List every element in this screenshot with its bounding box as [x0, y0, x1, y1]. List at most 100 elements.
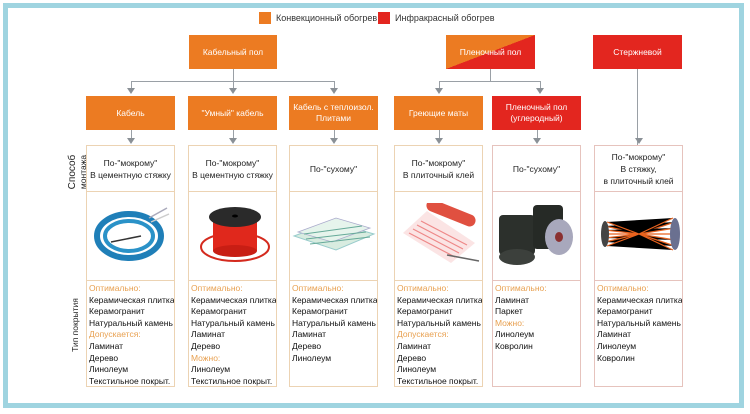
connector — [438, 130, 440, 139]
rod-bundle-image — [597, 212, 681, 261]
covering-item: Керамическая плитка — [597, 294, 683, 305]
arrow-down-icon — [634, 138, 643, 144]
covering-item: Натуральный камень — [397, 317, 481, 328]
connector — [232, 130, 234, 139]
covering-heading: Допускается: — [89, 329, 141, 340]
method-cell: По-"мокрому"В цементную стяжку — [188, 145, 277, 192]
covering-item: Ламинат — [292, 329, 327, 340]
covering-item: Дерево — [89, 352, 119, 363]
legend-convection: Конвекционный обогрев — [259, 12, 377, 24]
method-text: В цементную стяжку — [90, 169, 171, 180]
covering-heading: Оптимально: — [495, 283, 547, 293]
product-image-cell — [188, 191, 277, 281]
covering-item: Натуральный камень — [191, 317, 275, 328]
arrow-down-icon — [127, 88, 135, 94]
connector — [540, 81, 541, 90]
legend-infrared: Инфракрасный обогрев — [378, 12, 495, 24]
row-label-method: Способ монтажа — [67, 150, 88, 194]
method-text: в плиточный клей — [603, 175, 674, 186]
method-text: По-"мокрому" — [611, 151, 666, 162]
column-title-text: Кабель — [116, 107, 145, 118]
arrow-down-icon — [536, 88, 544, 94]
column-title-text: "Умный" кабель — [201, 107, 264, 118]
covering-item: Линолеум — [191, 364, 231, 375]
covering-item: Натуральный камень — [292, 317, 376, 328]
covering-item: Линолеум — [495, 329, 535, 340]
connector — [233, 81, 234, 90]
covering-item: Дерево — [397, 352, 427, 363]
node-label: Стержневой — [613, 46, 662, 57]
covering-item: Керамическая плитка — [89, 294, 175, 305]
covering-item: Текстильное покрыт. — [397, 375, 479, 386]
covering-item: Линолеум — [89, 364, 129, 375]
method-text: По-"мокрому" — [411, 157, 466, 168]
product-image-cell — [492, 191, 581, 281]
covering-item: Линолеум — [597, 340, 637, 351]
covering-heading: Оптимально: — [597, 283, 649, 293]
connector — [490, 69, 491, 82]
covering-heading: Можно: — [495, 317, 525, 328]
covering-item: Дерево — [191, 340, 221, 351]
method-text: В цементную стяжку — [192, 169, 273, 180]
covering-heading: Допускается: — [397, 329, 449, 340]
covering-item: Паркет — [495, 306, 523, 317]
method-text: По-"мокрому" — [205, 157, 260, 168]
covering-item: Текстильное покрыт. — [191, 375, 273, 386]
covering-item: Керамическая плитка — [191, 294, 277, 305]
product-image-cell — [594, 191, 683, 281]
red-cable-spool-image — [193, 203, 273, 270]
covering-item: Ламинат — [597, 329, 632, 340]
covering-item: Керамогранит — [191, 306, 247, 317]
method-cell: По-"сухому" — [492, 145, 581, 192]
covering-item: Натуральный камень — [597, 317, 681, 328]
column-title-text: Пленочный пол (углеродный) — [505, 102, 568, 123]
covering-heading: Можно: — [191, 352, 221, 363]
method-cell: По-"мокрому"В плиточный клей — [394, 145, 483, 192]
row-label-line: Тип покрытия — [70, 298, 80, 352]
method-text: В стяжку, — [620, 163, 657, 174]
connector — [536, 130, 538, 139]
covering-heading: Оптимально: — [89, 283, 141, 293]
covering-item: Ламинат — [495, 294, 530, 305]
arrow-down-icon — [228, 138, 237, 144]
connector — [637, 69, 638, 145]
column-title: "Умный" кабель — [188, 96, 277, 130]
covering-item: Керамогранит — [397, 306, 453, 317]
covering-item: Текстильное покрыт. — [89, 375, 171, 386]
covering-item: Линолеум — [397, 364, 437, 375]
node-label: Пленочный пол — [459, 46, 522, 57]
carbon-film-rolls-image — [495, 201, 579, 272]
method-cell: По-"мокрому"В цементную стяжку — [86, 145, 175, 192]
column-title-text: Греющие маты — [408, 107, 469, 118]
arrow-down-icon — [330, 88, 338, 94]
legend-swatch-red — [378, 12, 390, 24]
arrow-down-icon — [329, 138, 338, 144]
node-cable-floor: Кабельный пол — [189, 35, 277, 69]
arrow-down-icon — [435, 88, 443, 94]
column-title: Греющие маты — [394, 96, 483, 130]
method-cell: По-"мокрому"В стяжку,в плиточный клей — [594, 145, 683, 192]
connector — [130, 130, 132, 139]
covering-item: Ламинат — [89, 340, 124, 351]
covering-item: Ковролин — [495, 340, 533, 351]
covering-item: Керамогранит — [597, 306, 653, 317]
covering-item: Керамогранит — [89, 306, 145, 317]
legend-swatch-orange — [259, 12, 271, 24]
heating-mat-roll-image — [397, 199, 481, 270]
product-image-cell — [86, 191, 175, 281]
product-image-cell — [394, 191, 483, 281]
blue-cable-coil-image — [91, 204, 171, 269]
legend-label: Инфракрасный обогрев — [395, 13, 495, 23]
covering-item: Ламинат — [191, 329, 226, 340]
arrow-down-icon — [532, 138, 541, 144]
connector — [333, 130, 335, 139]
connector — [334, 81, 335, 90]
covering-item: Дерево — [292, 340, 322, 351]
arrow-down-icon — [229, 88, 237, 94]
row-label-line: Способ — [67, 154, 78, 190]
